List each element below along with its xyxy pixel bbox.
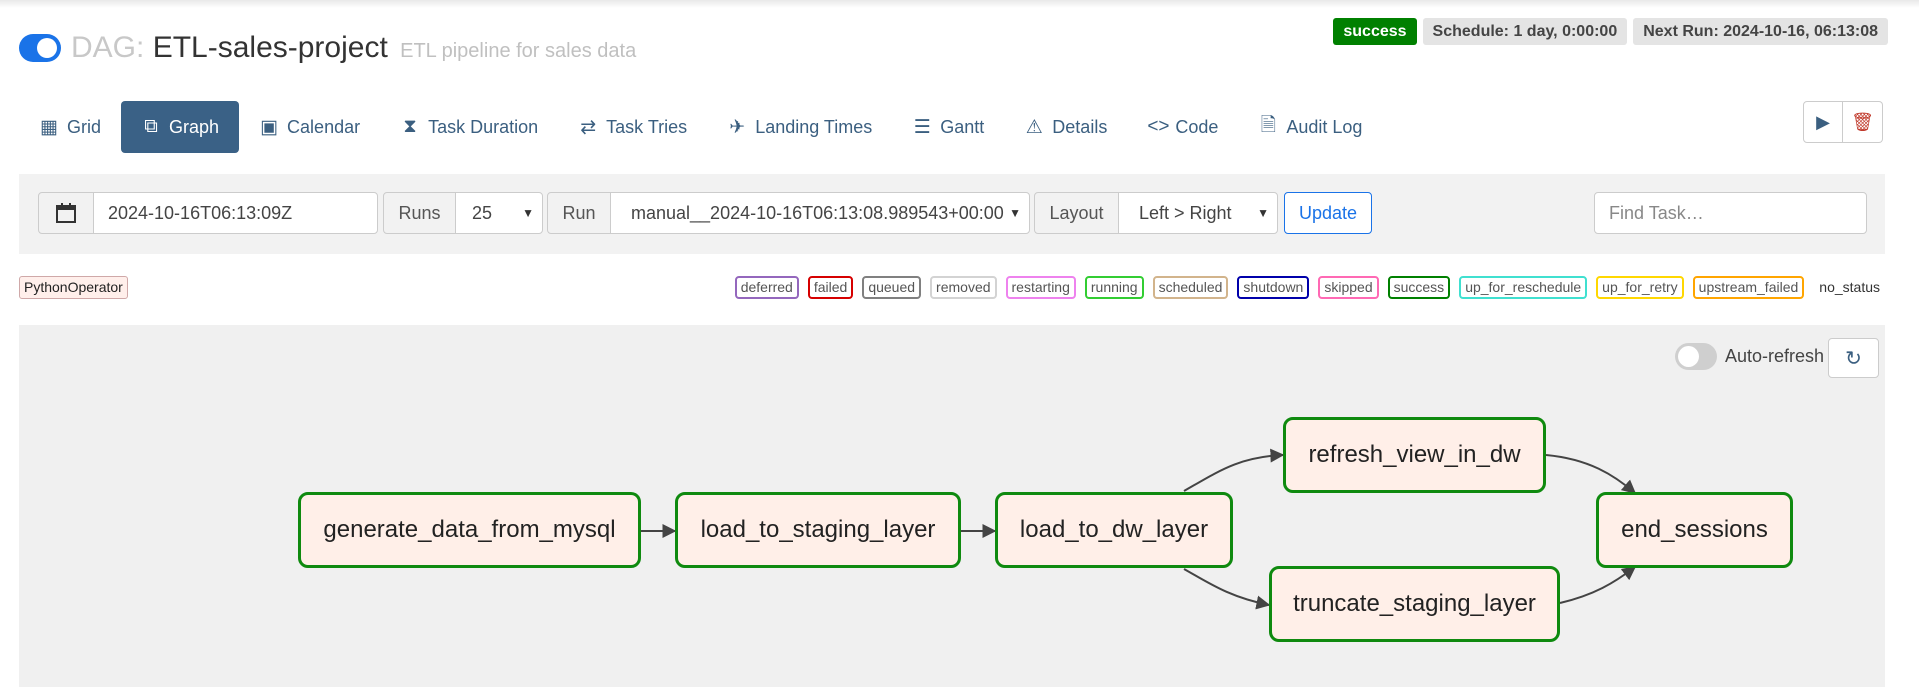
filter-bar: 2024-10-16T06:13:09Z Runs 25 ▼ Run manual… xyxy=(19,174,1885,254)
layout-value: Left > Right xyxy=(1139,202,1232,223)
tab-grid[interactable]: ▦ Grid xyxy=(19,101,121,153)
legend-up-for-reschedule[interactable]: up_for_reschedule xyxy=(1459,276,1588,299)
task-node-truncate-staging-layer[interactable]: truncate_staging_layer xyxy=(1269,566,1560,642)
legend-scheduled[interactable]: scheduled xyxy=(1152,276,1229,299)
graph-icon: ⧉ xyxy=(144,116,158,137)
audit-log-icon: 🗎 xyxy=(1260,115,1276,136)
dag-name: ETL-sales-project xyxy=(152,31,388,64)
run-select[interactable]: manual__2024-10-16T06:13:08.989543+00:00… xyxy=(610,192,1030,234)
legend-upstream-failed[interactable]: upstream_failed xyxy=(1692,276,1805,299)
dag-description: ETL pipeline for sales data xyxy=(400,40,637,62)
dag-edges xyxy=(641,448,1637,610)
edge-truncate-to-end xyxy=(1559,566,1637,604)
tab-graph[interactable]: ⧉ Graph xyxy=(121,101,240,153)
legend-skipped[interactable]: skipped xyxy=(1318,276,1379,299)
legend-queued[interactable]: queued xyxy=(862,276,922,299)
dag-graph-canvas[interactable]: Auto-refresh ↻ generate_data_from_mysql … xyxy=(19,325,1885,687)
legend-removed[interactable]: removed xyxy=(930,276,997,299)
dag-pause-toggle[interactable] xyxy=(19,34,61,62)
date-picker-button[interactable] xyxy=(38,192,94,234)
next-run-badge: Next Run: 2024-10-16, 06:13:08 xyxy=(1633,18,1888,45)
edge-dw-to-refresh xyxy=(1183,448,1285,492)
tab-landing-times[interactable]: ✈ Landing Times xyxy=(707,101,892,153)
tab-code[interactable]: <>Code xyxy=(1127,101,1238,153)
schedule-badge: Schedule: 1 day, 0:00:00 xyxy=(1422,18,1628,45)
tab-label: Gantt xyxy=(940,116,985,137)
calendar-icon: ▣ xyxy=(260,116,279,138)
legend-success[interactable]: success xyxy=(1387,276,1451,299)
dag-prefix: DAG: xyxy=(71,31,145,64)
tab-task-duration[interactable]: ⧗ Task Duration xyxy=(380,101,558,153)
tab-label: Grid xyxy=(67,116,102,137)
auto-refresh-toggle[interactable] xyxy=(1675,343,1717,370)
refresh-icon: ↻ xyxy=(1845,347,1862,370)
tab-gantt[interactable]: ☰ Gantt xyxy=(892,101,1004,153)
gantt-icon: ☰ xyxy=(913,116,931,138)
toggle-knob xyxy=(1678,346,1699,367)
legend-restarting[interactable]: restarting xyxy=(1005,276,1076,299)
warning-triangle-icon: ⚠ xyxy=(1025,116,1043,138)
layout-label: Layout xyxy=(1034,192,1119,234)
grid-icon: ▦ xyxy=(40,116,58,138)
tab-audit-log[interactable]: 🗎 Audit Log xyxy=(1238,101,1382,153)
layout-select[interactable]: Left > Right ▼ xyxy=(1118,192,1278,234)
tab-label: Graph xyxy=(169,116,220,137)
trash-icon: 🗑 xyxy=(1851,111,1874,132)
dag-actions: ▶ 🗑 xyxy=(1803,101,1883,143)
hourglass-icon: ⧗ xyxy=(403,116,417,137)
tab-label: Landing Times xyxy=(755,116,873,137)
auto-refresh-control[interactable]: Auto-refresh xyxy=(1675,343,1824,370)
tab-label: Task Duration xyxy=(428,116,539,137)
task-node-load-to-dw-layer[interactable]: load_to_dw_layer xyxy=(995,492,1233,568)
tab-label: Code xyxy=(1175,116,1219,137)
tab-label: Task Tries xyxy=(606,116,688,137)
auto-refresh-label: Auto-refresh xyxy=(1725,346,1825,366)
legend-no-status[interactable]: no_status xyxy=(1819,279,1880,295)
legend-running[interactable]: running xyxy=(1084,276,1144,299)
task-node-end-sessions[interactable]: end_sessions xyxy=(1596,492,1793,568)
tab-label: Audit Log xyxy=(1286,116,1363,137)
task-node-generate-data-from-mysql[interactable]: generate_data_from_mysql xyxy=(298,492,641,568)
plane-landing-icon: ✈ xyxy=(729,116,746,138)
tab-label: Details xyxy=(1052,116,1108,137)
task-node-refresh-view-in-dw[interactable]: refresh_view_in_dw xyxy=(1283,417,1546,493)
chevron-down-icon: ▼ xyxy=(1257,206,1269,220)
retry-icon: ⇄ xyxy=(580,116,597,138)
delete-dag-button[interactable]: 🗑 xyxy=(1843,101,1883,143)
runs-value: 25 xyxy=(472,202,493,223)
chevron-down-icon: ▼ xyxy=(1009,206,1021,220)
chevron-down-icon: ▼ xyxy=(522,206,534,220)
task-node-load-to-staging-layer[interactable]: load_to_staging_layer xyxy=(675,492,961,568)
tab-details[interactable]: ⚠ Details xyxy=(1004,101,1127,153)
edge-dw-to-truncate xyxy=(1183,568,1271,610)
code-icon: <> xyxy=(1147,116,1170,137)
operator-badge[interactable]: PythonOperator xyxy=(19,276,128,299)
update-button[interactable]: Update xyxy=(1284,192,1372,234)
state-legend: deferred failed queued removed restartin… xyxy=(734,276,1886,299)
legend-shutdown[interactable]: shutdown xyxy=(1237,276,1310,299)
refresh-button[interactable]: ↻ xyxy=(1828,338,1879,378)
runs-select[interactable]: 25 ▼ xyxy=(455,192,543,234)
trigger-dag-button[interactable]: ▶ xyxy=(1803,101,1843,143)
play-icon: ▶ xyxy=(1816,111,1830,132)
status-badge: success xyxy=(1333,18,1417,45)
tab-label: Calendar xyxy=(287,116,361,137)
run-value: manual__2024-10-16T06:13:08.989543+00:00 xyxy=(631,202,1004,223)
header-badges: success Schedule: 1 day, 0:00:00 Next Ru… xyxy=(1333,18,1888,45)
legend-up-for-retry[interactable]: up_for_retry xyxy=(1596,276,1684,299)
dag-title: DAG: ETL-sales-project ETL pipeline for … xyxy=(71,30,636,69)
execution-date-input[interactable]: 2024-10-16T06:13:09Z xyxy=(93,192,378,234)
tab-calendar[interactable]: ▣ Calendar xyxy=(239,101,380,153)
top-shadow xyxy=(0,0,1919,8)
dag-view-tabs: ▦ Grid ⧉ Graph ▣ Calendar ⧗ Task Duration ⇄ T… xyxy=(19,101,1382,153)
legend-failed[interactable]: failed xyxy=(807,276,854,299)
run-label: Run xyxy=(547,192,611,234)
legend-deferred[interactable]: deferred xyxy=(734,276,799,299)
runs-label: Runs xyxy=(383,192,456,234)
toggle-knob xyxy=(37,38,57,58)
edge-refresh-to-end xyxy=(1545,454,1637,494)
find-task-input[interactable]: Find Task… xyxy=(1594,192,1867,234)
tab-task-tries[interactable]: ⇄ Task Tries xyxy=(558,101,707,153)
calendar-icon xyxy=(56,203,76,223)
